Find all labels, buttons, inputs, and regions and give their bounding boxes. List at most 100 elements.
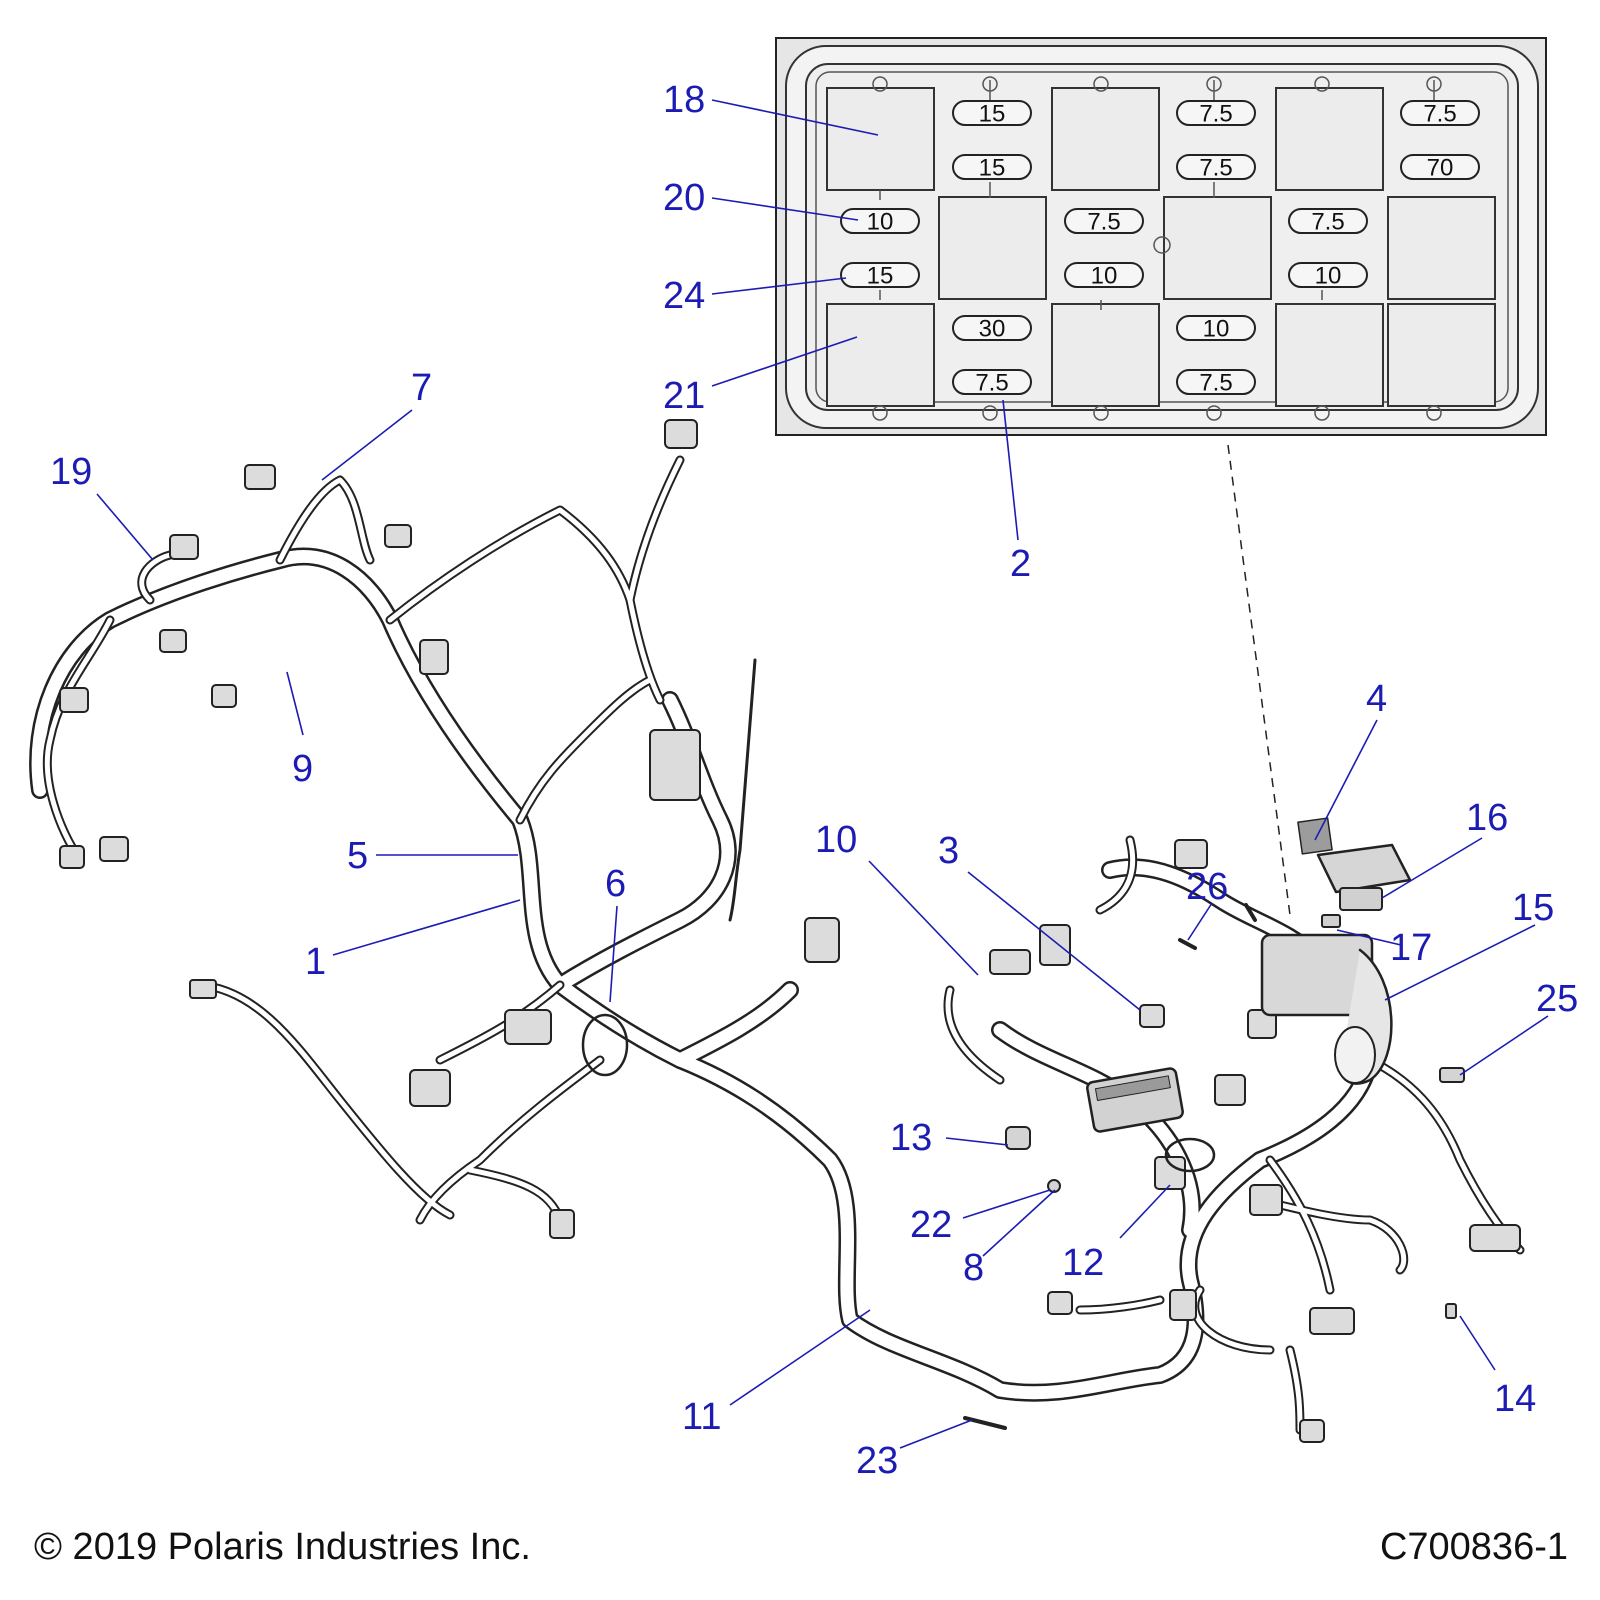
leader-line [1381,837,1483,899]
leader-line [1187,902,1213,941]
relay-slot [1387,303,1496,407]
fuse: 7.5 [952,369,1032,397]
projection-line [1227,444,1291,916]
connector [244,464,276,490]
connector [549,1209,575,1239]
control-module [1086,1067,1184,1133]
leader-line [729,1309,871,1406]
relay-slot [1275,87,1384,191]
connector [1214,1074,1246,1106]
callout-10: 10 [815,819,857,861]
sleeve-part [1445,1303,1457,1319]
fuse-rating: 10 [1315,263,1342,290]
fuse: 10 [1176,315,1256,343]
terminal-part [1439,1067,1465,1083]
leader-line [286,671,304,736]
connector [384,524,412,548]
leader-line [1336,929,1402,946]
leader-line [1119,1184,1171,1239]
cap-part [1005,1126,1031,1150]
relay-slot [1051,87,1160,191]
fuse-part [1321,914,1341,928]
relay-slots [826,87,1496,407]
fuse: 7.5 [1176,369,1256,397]
leader-line [321,409,413,481]
fuse: 15 [952,100,1032,128]
fuse: 7.5 [1400,100,1480,128]
callout-6: 6 [605,863,626,905]
connector [649,729,701,801]
fuse: 7.5 [1064,208,1144,236]
connector [59,845,85,869]
fuse-rating: 7.5 [1199,155,1232,182]
relay-slot [1387,196,1496,300]
fuse-rating: 7.5 [1311,209,1344,236]
callout-12: 12 [1062,1242,1104,1284]
callout-22: 22 [910,1204,952,1246]
connector [989,949,1031,975]
connector [59,687,89,713]
callout-11: 11 [682,1396,721,1438]
fuse: 10 [1064,262,1144,290]
fuse: 10 [1288,262,1368,290]
copyright-text: © 2019 Polaris Industries Inc. [34,1526,531,1568]
screw-part [1244,903,1257,922]
connector [504,1009,552,1045]
connector [169,534,199,560]
connector [1309,1307,1355,1335]
fuse-rating: 7.5 [1423,101,1456,128]
leader-line [1314,719,1378,841]
clip [581,1013,629,1077]
connector [1174,839,1208,869]
connector [419,639,449,675]
fuse-rating: 30 [979,316,1006,343]
connector [1154,1156,1186,1190]
callout-23: 23 [856,1440,898,1482]
callouts: 18 20 24 21 2 7 19 9 5 1 6 10 3 26 4 16 … [50,79,1578,1482]
leader-line [1459,1015,1549,1076]
fuse-rating: 10 [1203,316,1230,343]
connector [1469,1224,1521,1252]
callout-19: 19 [50,451,92,493]
drawing-number: C700836-1 [1379,1526,1568,1568]
callout-4: 4 [1366,678,1387,720]
leader-line [332,899,521,956]
leader-line [982,1189,1056,1257]
fuse-box-inset: 15 15 7.5 7.5 7.5 70 10 15 7.5 10 7.5 10… [775,37,1547,436]
connector [159,629,187,653]
leader-line [609,905,618,1003]
fuse: 10 [840,208,920,236]
relay-slot [826,87,935,191]
fuse: 7.5 [1176,154,1256,182]
fuse-rating: 7.5 [1199,370,1232,397]
leader-line [711,197,859,221]
relay-slot [1163,196,1272,300]
connector [1047,1291,1073,1315]
connector [409,1069,451,1107]
leader-line [967,871,1141,1011]
callout-14: 14 [1494,1378,1536,1420]
callout-7: 7 [411,367,432,409]
leader-line [1002,399,1019,541]
fuse-rating: 15 [867,263,894,290]
callout-17: 17 [1390,927,1432,969]
fuse-rating: 15 [979,155,1006,182]
fuse: 70 [1400,154,1480,182]
fuse-box-rim [815,71,1509,403]
callout-5: 5 [347,835,368,877]
connector [189,979,217,999]
fuse-rating: 10 [867,209,894,236]
callout-20: 20 [663,177,705,219]
fuse: 15 [952,154,1032,182]
callout-13: 13 [890,1117,932,1159]
connector [1039,924,1071,966]
fuse-rating: 10 [1091,263,1118,290]
callout-9: 9 [292,748,313,790]
fuse-rating: 15 [979,101,1006,128]
callout-21: 21 [663,375,705,417]
callout-8: 8 [963,1247,984,1289]
connector [804,917,840,963]
clip [1164,1137,1216,1173]
relay-part [1339,887,1383,911]
